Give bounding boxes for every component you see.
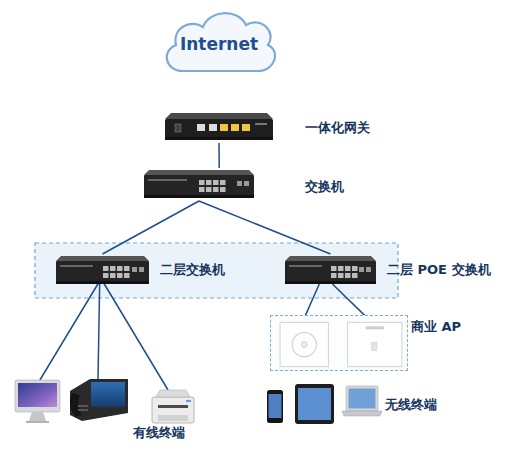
band-outline <box>35 243 398 298</box>
sw-illustration <box>284 254 377 284</box>
network-link <box>199 201 331 254</box>
device-label: 商业 AP <box>411 319 461 335</box>
wired-illustration <box>12 375 197 425</box>
l2-switch: 二层交换机 <box>55 254 150 284</box>
wireless-illustration <box>262 378 380 428</box>
wired-terminals: 有线终端 <box>12 375 197 425</box>
apbox-illustration <box>271 316 407 370</box>
device-label: 二层交换机 <box>160 262 225 278</box>
poe-switch: 二层 POE 交换机 <box>284 254 377 284</box>
sw-illustration <box>143 168 255 201</box>
device-label: 交换机 <box>305 179 344 195</box>
device-label: 有线终端 <box>133 425 185 441</box>
network-link <box>103 201 200 254</box>
gateway-illustration <box>163 107 275 143</box>
device-label: 二层 POE 交换机 <box>387 262 491 278</box>
sw-illustration <box>55 254 150 284</box>
core-switch: 交换机 <box>143 168 255 201</box>
device-label: 一体化网关 <box>305 120 370 136</box>
cloud-label: Internet <box>158 34 280 54</box>
cloud-node: Internet <box>158 5 280 77</box>
gateway-device: 一体化网关 <box>163 107 275 143</box>
device-label: 无线终端 <box>385 397 437 413</box>
wireless-terminals: 无线终端 <box>262 378 380 428</box>
ap-group: 商业 AP <box>270 315 408 371</box>
network-link <box>40 281 168 390</box>
network-link <box>218 143 220 168</box>
